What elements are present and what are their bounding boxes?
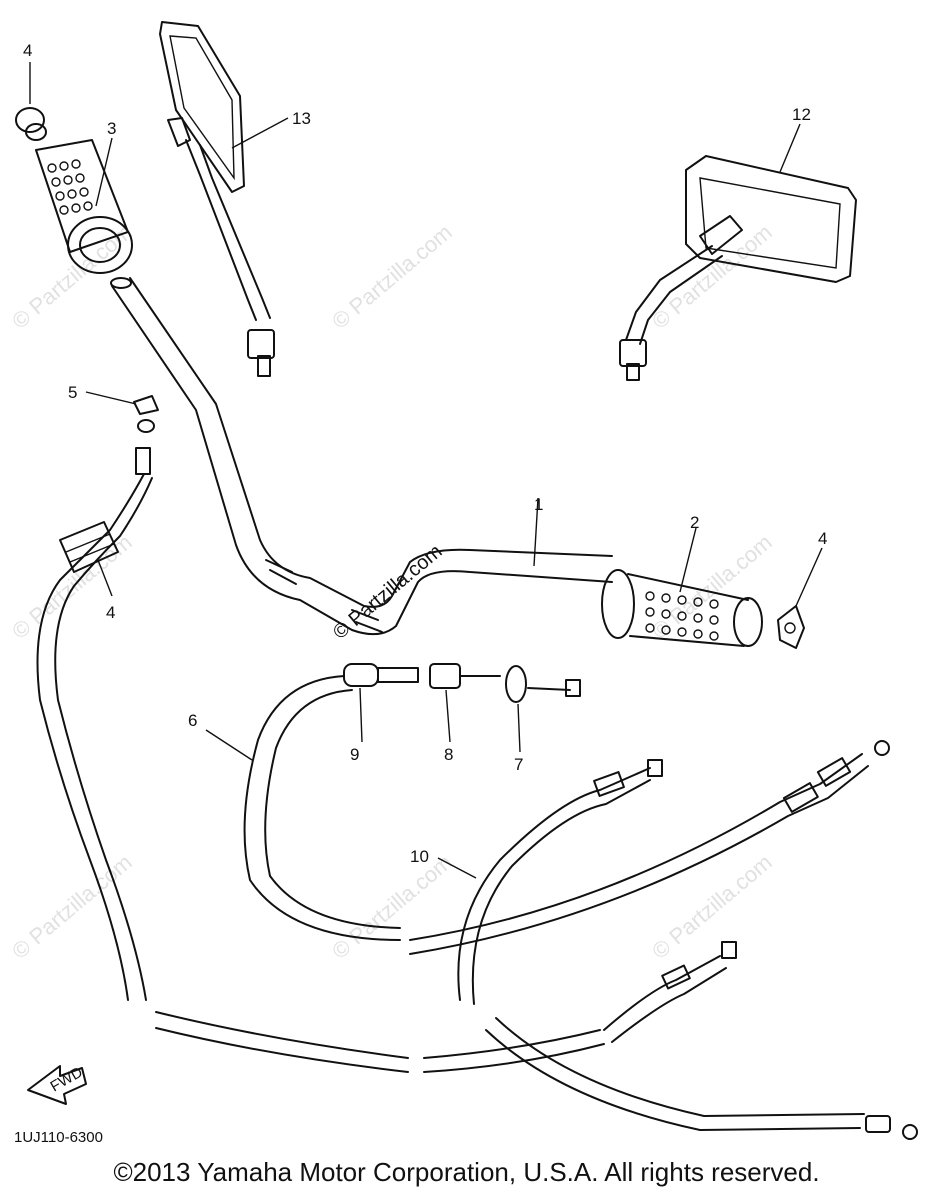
callout-7: 6: [188, 711, 197, 730]
callouts: 4 3 13 12 5 4 1 2 4 6 9 8 7 10: [23, 41, 827, 866]
cable-holder: [133, 395, 159, 475]
part-code: 1UJ110-6300: [14, 1129, 103, 1146]
watermark: © Partzilla.com: [7, 529, 137, 643]
callout-12: 12: [792, 105, 811, 124]
callout-6: 5: [68, 383, 77, 402]
callout-3: 3: [107, 119, 116, 138]
callout-4: 4: [23, 41, 32, 60]
right-grip: [601, 569, 763, 647]
callout-2: 2: [690, 513, 699, 532]
copyright-notice: ©2013 Yamaha Motor Corporation, U.S.A. A…: [113, 1157, 820, 1187]
cable-adjuster-assembly: [243, 663, 581, 941]
right-mirror: [619, 155, 857, 381]
callout-11: 10: [410, 847, 429, 866]
left-end-cap: [15, 107, 47, 141]
callout-5: 4: [106, 603, 115, 622]
throttle-cable: [36, 473, 605, 1073]
left-mirror: [159, 21, 275, 377]
callout-1: 1: [534, 495, 543, 514]
watermark: © Partzilla.com: [647, 849, 777, 963]
watermark: © Partzilla.com: [327, 849, 457, 963]
callout-9: 8: [444, 745, 453, 764]
callout-8: 7: [514, 755, 523, 774]
handlebar: [110, 277, 613, 636]
fwd-arrow-icon: FWD: [27, 1064, 87, 1105]
leader-lines: [29, 62, 823, 879]
callout-13: 13: [292, 109, 311, 128]
throttle-grip: [35, 139, 133, 274]
brake-cables: [409, 740, 918, 1140]
right-end-cap: [777, 605, 805, 649]
callout-10: 9: [350, 745, 359, 764]
watermark: © Partzilla.com: [327, 219, 457, 333]
callout-4: 4: [818, 529, 827, 548]
center-watermark: © Partzilla.com: [329, 540, 446, 643]
